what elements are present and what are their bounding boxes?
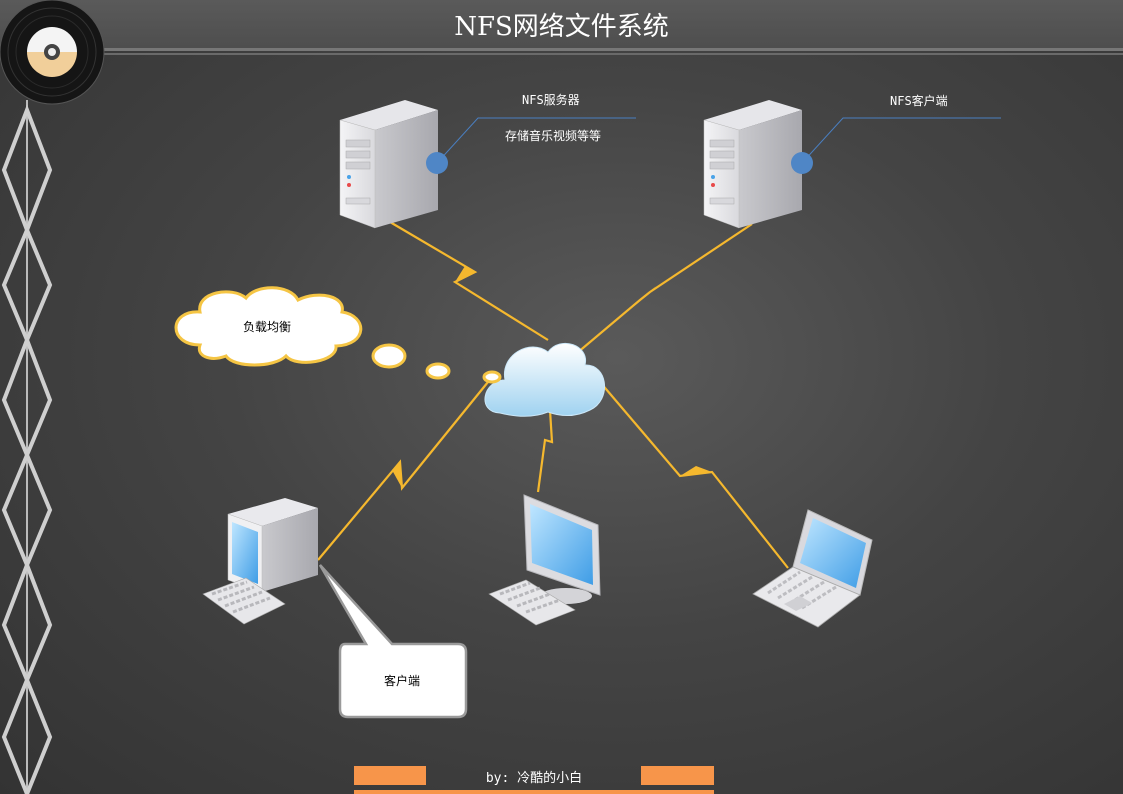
server-title: NFS服务器 <box>522 93 580 107</box>
link-laptop-cloud <box>599 381 789 569</box>
page-title: NFS网络文件系统 <box>454 12 669 42</box>
link-desktop-cloud <box>317 381 489 561</box>
header-bar <box>0 0 1123 51</box>
client-server-leader-line <box>791 117 1001 174</box>
client-callout <box>318 564 468 719</box>
link-monitor-cloud <box>536 409 554 493</box>
cloud-icon <box>484 342 605 417</box>
network-link-flashes <box>392 266 712 488</box>
diamond-chain-decoration <box>1 100 53 794</box>
nfs-server-icon <box>339 100 438 229</box>
callout-text: 客户端 <box>384 674 421 688</box>
laptop-icon <box>752 509 873 628</box>
nfs-client-server-icon <box>703 100 802 229</box>
vinyl-record-icon <box>0 0 105 105</box>
client-server-title: NFS客户端 <box>890 94 948 108</box>
footer-decoration <box>354 766 714 794</box>
lcd-monitor-icon <box>488 494 601 626</box>
cloud-bubble-text: 负载均衡 <box>243 320 292 334</box>
server-leader-line <box>426 117 636 174</box>
footer-credit: by: 冷酷的小白 <box>485 771 583 786</box>
link-server-cloud <box>389 221 549 341</box>
header-divider <box>100 53 1123 55</box>
thought-bubble-icon <box>174 286 502 384</box>
server-subtitle: 存储音乐视频等等 <box>505 129 602 143</box>
desktop-computer-icon <box>202 498 318 625</box>
